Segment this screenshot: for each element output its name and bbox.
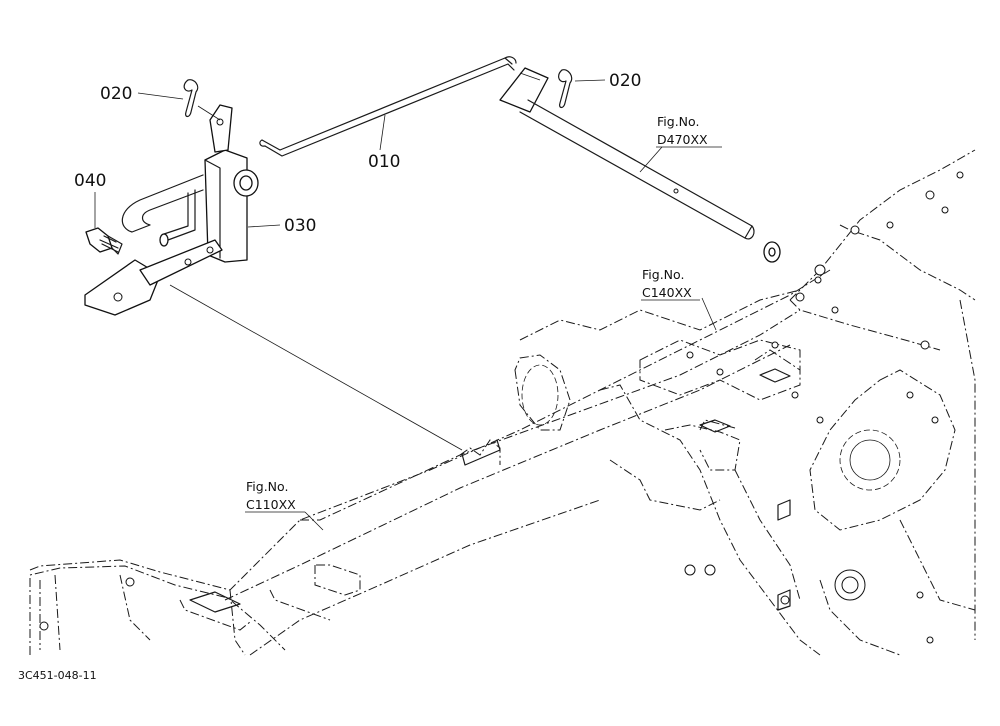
fig-ref-d470-caption: Fig.No. [657, 114, 699, 129]
connecting-rod [259, 56, 517, 157]
bolt [85, 227, 123, 255]
part-number-020-left: 020 [100, 84, 132, 104]
snap-pin-right [558, 69, 573, 109]
bracket-assembly [84, 104, 463, 451]
part-number-040: 040 [74, 171, 106, 191]
fig-ref-d470-code: D470XX [657, 132, 708, 147]
drawing-code: 3C451-048-11 [18, 669, 97, 682]
transmission-housing [29, 149, 976, 656]
part-number-020-right: 020 [609, 71, 641, 91]
fig-ref-c140-code: C140XX [642, 285, 692, 300]
shaft-assembly [499, 67, 781, 263]
fig-ref-c140-caption: Fig.No. [642, 267, 684, 282]
snap-pin-left [183, 79, 199, 118]
part-number-030: 030 [284, 216, 316, 236]
fig-ref-c110-code: C110XX [246, 497, 296, 512]
fig-ref-c110-caption: Fig.No. [246, 479, 288, 494]
part-number-010: 010 [368, 152, 400, 172]
leader-lines [94, 72, 717, 531]
figure-references: Fig.No. D470XX Fig.No. C140XX Fig.No. C1… [245, 114, 722, 513]
part-labels: 020 020 010 040 030 [74, 71, 641, 236]
